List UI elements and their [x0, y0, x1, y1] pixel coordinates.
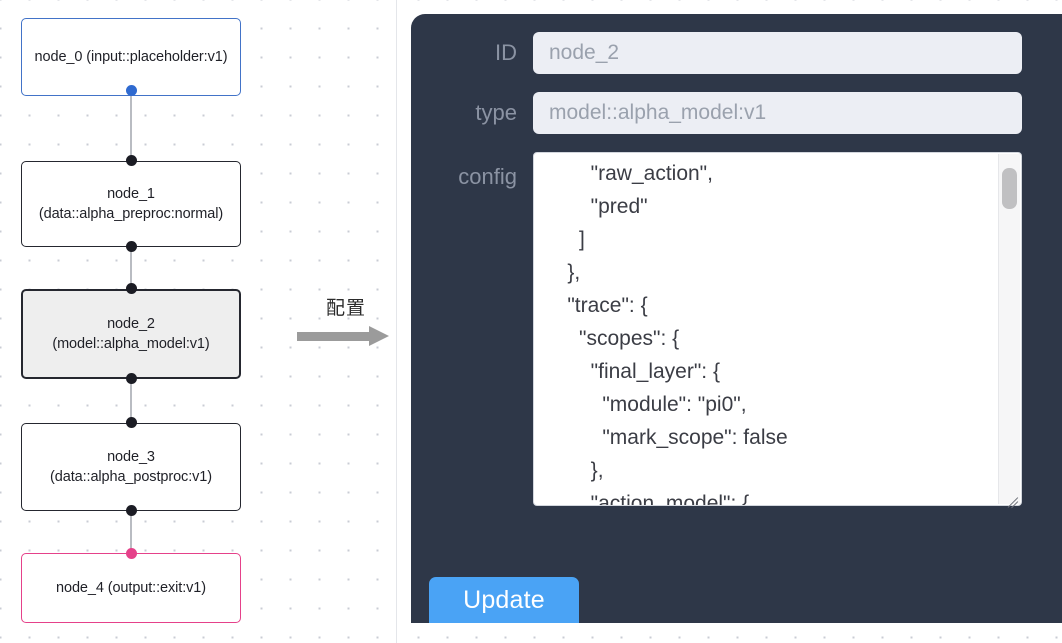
config-label: config — [458, 164, 517, 189]
transition-label: 配置 — [325, 297, 366, 319]
transition-marker: 配置 — [297, 296, 395, 346]
type-input[interactable] — [533, 92, 1022, 134]
graph-node-node_4[interactable]: node_4 (output::exit:v1) — [21, 553, 241, 623]
id-input[interactable] — [533, 32, 1022, 74]
field-row-id: ID — [411, 32, 1062, 74]
graph-node-label: node_2 (model::alpha_model:v1) — [52, 316, 210, 352]
graph-handle-node_4-target[interactable] — [125, 548, 137, 559]
graph-node-label: node_1 (data::alpha_preproc:normal) — [38, 186, 224, 222]
node-inspector-panel: ID type config "raw_action", "pred" ] },… — [411, 14, 1062, 623]
graph-handle-node_1-target[interactable] — [125, 155, 137, 166]
graph-node-node_3[interactable]: node_3 (data::alpha_postproc:v1) — [21, 423, 241, 511]
graph-node-node_1[interactable]: node_1 (data::alpha_preproc:normal) — [21, 161, 241, 247]
config-textarea[interactable]: "raw_action", "pred" ] }, "trace": { "sc… — [533, 152, 1022, 506]
graph-node-label: node_4 (output::exit:v1) — [56, 580, 206, 596]
field-row-config: config "raw_action", "pred" ] }, "trace"… — [411, 152, 1062, 509]
graph-handle-node_3-target[interactable] — [125, 417, 137, 428]
arrow-right-icon — [297, 326, 395, 346]
graph-node-node_2[interactable]: node_2 (model::alpha_model:v1) — [21, 289, 241, 379]
graph-handle-node_1-source[interactable] — [125, 241, 137, 252]
graph-node-label: node_0 (input::placeholder:v1) — [34, 49, 228, 65]
field-row-type: type — [411, 92, 1062, 134]
graph-node-label: node_3 (data::alpha_postproc:v1) — [50, 449, 212, 485]
config-editor[interactable]: "raw_action", "pred" ] }, "trace": { "sc… — [533, 152, 1022, 509]
graph-edge-node3-node4 — [130, 505, 132, 558]
graph-edge-node1-node2 — [130, 241, 132, 294]
update-button[interactable]: Update — [429, 577, 579, 623]
graph-handle-node_2-source[interactable] — [125, 373, 137, 384]
graph-edge-node2-node3 — [130, 373, 132, 428]
id-label: ID — [495, 40, 517, 65]
graph-handle-node_0-source[interactable] — [125, 85, 137, 96]
config-scrollbar-thumb[interactable] — [1002, 168, 1017, 209]
graph-canvas[interactable]: node_0 (input::placeholder:v1) node_1 (d… — [0, 0, 397, 643]
graph-handle-node_3-source[interactable] — [125, 505, 137, 516]
resize-grip-icon[interactable] — [1003, 487, 1019, 509]
type-label: type — [475, 100, 517, 125]
graph-edge-node0-node1 — [130, 90, 132, 166]
graph-handle-node_2-target[interactable] — [125, 283, 137, 294]
config-scrollbar[interactable] — [998, 154, 1020, 504]
inspector-region: ID type config "raw_action", "pred" ] },… — [397, 0, 1062, 643]
canvas-divider — [396, 0, 397, 643]
